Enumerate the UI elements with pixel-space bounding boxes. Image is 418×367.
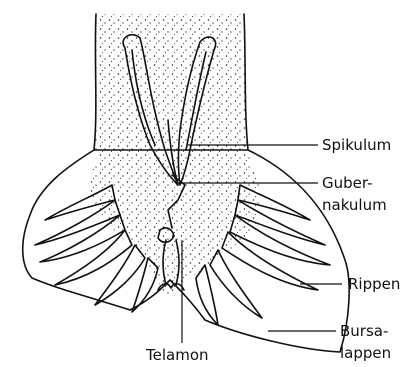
label-gubernakulum-line2: nakulum (322, 196, 387, 214)
label-spikulum: Spikulum (322, 136, 391, 154)
label-rippen: Rippen (348, 275, 400, 293)
label-gubernakulum-line1: Guber- (322, 174, 373, 192)
label-bursalappen-line1: Bursa- (340, 322, 388, 340)
label-bursalappen-line2: lappen (340, 344, 391, 362)
label-telamon: Telamon (145, 346, 209, 364)
body-trunk (94, 14, 248, 150)
